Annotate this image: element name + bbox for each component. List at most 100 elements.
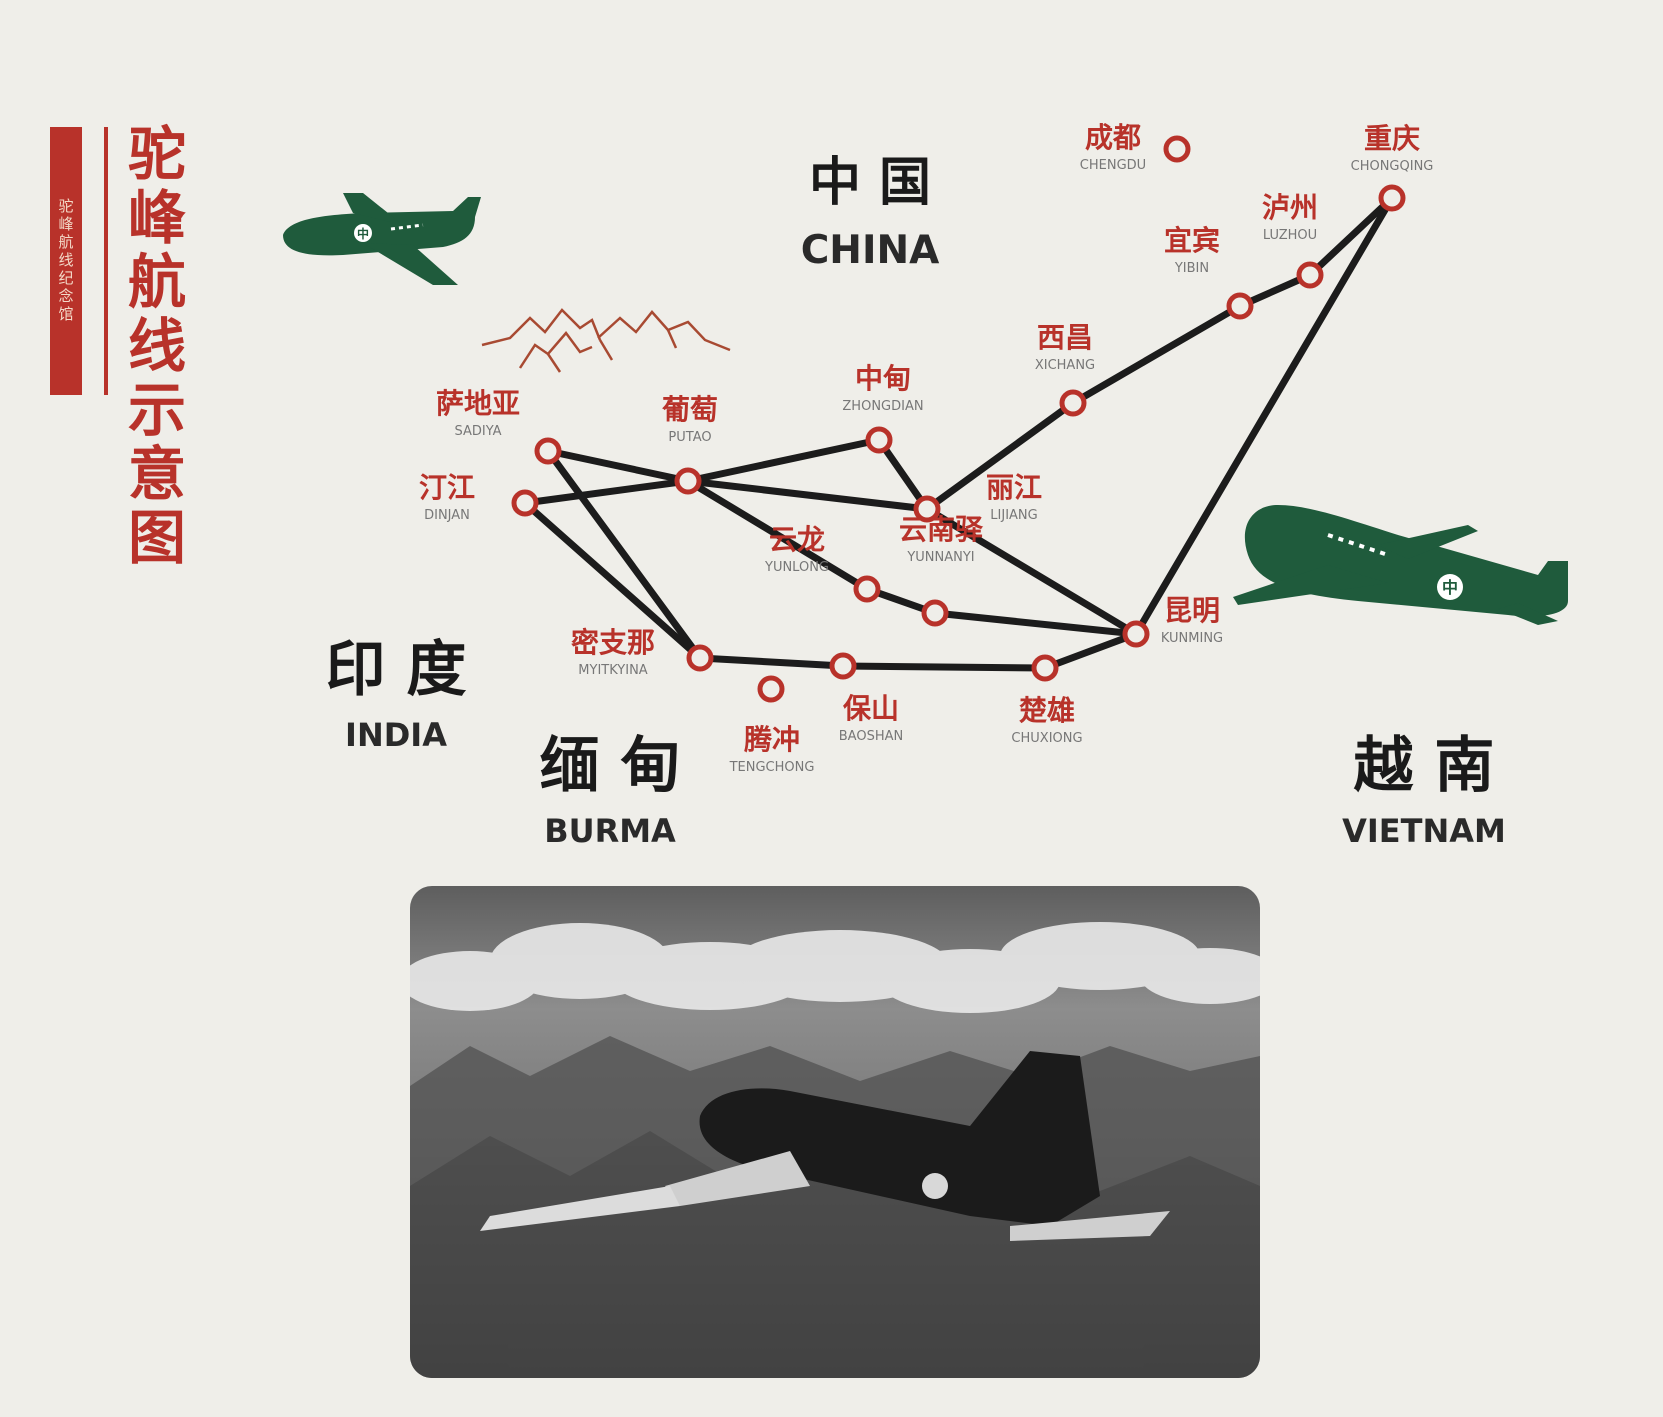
city-name-zh: 昆明: [1164, 594, 1220, 627]
country-name-zh: 越 南: [1354, 731, 1495, 801]
route-putao-yunlong: [684, 477, 871, 593]
city-name-en: CHONGQING: [1351, 159, 1434, 174]
route-baoshan-chuxiong: [839, 662, 1049, 672]
seal-stamp: 驼峰航线纪念馆: [50, 127, 82, 395]
city-name-zh: 重庆: [1364, 122, 1420, 155]
city-marker-icon: [865, 426, 893, 454]
route-xichang-yibin: [1069, 302, 1244, 407]
city-marker-icon: [853, 575, 881, 603]
city-marker-icon: [534, 437, 562, 465]
clouds: [410, 922, 1260, 1013]
route-zhongdian-lijiang: [875, 436, 931, 513]
city-name-zh: 汀江: [419, 471, 475, 504]
country-vietnam: 越 南 VIETNAM: [1342, 731, 1506, 850]
route-yunnanyi-kunming: [931, 609, 1140, 638]
city-putao: 葡萄 PUTAO: [662, 393, 718, 495]
city-name-en: SADIYA: [454, 424, 501, 439]
city-marker-icon: [1059, 389, 1087, 417]
city-name-zh: 萨地亚: [436, 387, 520, 420]
city-name-zh: 葡萄: [662, 393, 718, 426]
city-chongqing: 重庆 CHONGQING: [1351, 122, 1434, 212]
route-dinjan-myitkyina: [521, 499, 704, 662]
city-name-en: PUTAO: [668, 430, 711, 445]
city-marker-icon: [1031, 654, 1059, 682]
city-name-en: BAOSHAN: [839, 729, 903, 744]
mountains: [410, 1036, 1260, 1378]
country-name-zh: 缅 甸: [540, 731, 681, 801]
country-name-en: BURMA: [544, 812, 676, 850]
city-name-en: YUNLONG: [764, 560, 829, 575]
city-name-zh: 泸州: [1262, 191, 1318, 224]
city-baoshan: 保山 BAOSHAN: [829, 652, 903, 744]
city-chuxiong: 楚雄 CHUXIONG: [1011, 654, 1083, 746]
route-sadiya-myitkyina: [544, 447, 704, 662]
city-luzhou: 泸州 LUZHOU: [1262, 191, 1324, 289]
route-chuxiong-kunming: [1041, 630, 1140, 672]
city-name-zh: 保山: [843, 692, 899, 725]
route-lijiang-kunming: [923, 505, 1140, 638]
route-myitkyina-baoshan: [696, 654, 847, 670]
city-marker-icon: [1296, 261, 1324, 289]
city-name-en: YUNNANYI: [906, 550, 974, 565]
city-name-zh: 云南驿: [899, 513, 984, 546]
city-marker-icon: [674, 467, 702, 495]
city-marker-icon: [1122, 620, 1150, 648]
city-yibin: 宜宾 YIBIN: [1164, 224, 1254, 320]
city-name-zh: 密支那: [571, 626, 655, 659]
city-name-en: LUZHOU: [1263, 228, 1317, 243]
city-sadiya: 萨地亚 SADIYA: [436, 387, 562, 465]
route-sadiya-putao: [544, 447, 692, 485]
city-name-zh: 西昌: [1037, 321, 1093, 354]
city-chengdu: 成都 CHENGDU: [1080, 121, 1191, 173]
country-name-en: INDIA: [345, 716, 447, 754]
city-marker-icon: [921, 599, 949, 627]
city-marker-icon: [511, 489, 539, 517]
city-name-zh: 楚雄: [1019, 694, 1075, 727]
city-name-zh: 云龙: [769, 523, 825, 556]
country-name-en: VIETNAM: [1342, 812, 1506, 850]
city-yunnanyi: 云南驿 YUNNANYI: [899, 513, 984, 627]
historic-aircraft-photo: [410, 886, 1260, 1378]
city-marker-icon: [686, 644, 714, 672]
city-name-zh: 成都: [1085, 121, 1141, 154]
city-marker-icon: [757, 675, 785, 703]
route-luzhou-chongqing: [1306, 194, 1396, 279]
country-name-zh: 中 国: [809, 153, 931, 213]
city-name-en: CHENGDU: [1080, 158, 1146, 173]
route-putao-lijiang: [684, 477, 931, 513]
route-lijiang-xichang: [923, 399, 1077, 513]
cargo-plane-icon: 中: [283, 193, 481, 285]
city-name-en: KUNMING: [1161, 631, 1223, 646]
city-name-zh: 腾冲: [744, 723, 800, 756]
city-yunlong: 云龙 YUNLONG: [764, 523, 881, 603]
city-marker-icon: [1226, 292, 1254, 320]
city-name-en: LIJIANG: [990, 508, 1037, 523]
city-name-zh: 中甸: [855, 362, 911, 395]
c46-aircraft: [480, 1051, 1170, 1241]
city-marker-icon: [1163, 135, 1191, 163]
city-name-en: XICHANG: [1035, 358, 1095, 373]
cargo-plane-icon: 中: [1233, 505, 1568, 625]
city-name-zh: 宜宾: [1164, 224, 1220, 257]
route-dinjan-putao: [521, 477, 692, 507]
city-xichang: 西昌 XICHANG: [1035, 321, 1095, 417]
route-chongqing-kunming: [1132, 194, 1396, 638]
city-name-en: YIBIN: [1174, 261, 1209, 276]
mountain-range-icon: [481, 308, 731, 373]
city-marker-icon: [829, 652, 857, 680]
city-name-en: CHUXIONG: [1011, 731, 1082, 746]
route-putao-zhongdian: [684, 436, 883, 485]
city-marker-icon: [1378, 184, 1406, 212]
plane-emblem: 中: [357, 226, 369, 241]
roundel-icon: [922, 1173, 948, 1199]
city-marker-icon: [913, 495, 941, 523]
plane-emblem: 中: [1442, 578, 1458, 597]
city-kunming: 昆明 KUNMING: [1122, 594, 1223, 648]
